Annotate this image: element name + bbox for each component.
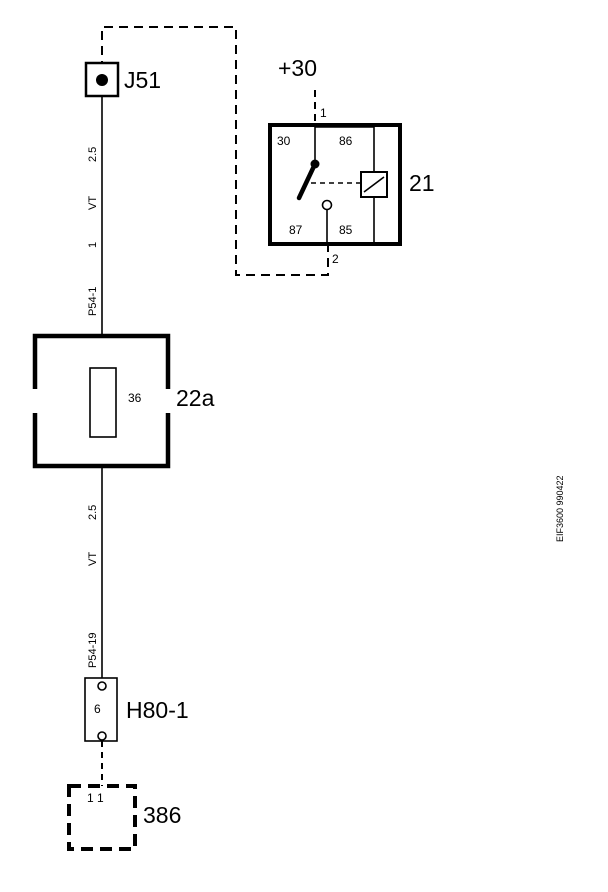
j51-label: J51 [124,67,161,93]
relay-pin-30: 30 [277,134,291,148]
h80-terminal-top [97,681,107,691]
c386-label: 386 [143,802,181,828]
relay-contact-87 [321,199,333,211]
relay-pin-87: 87 [289,223,303,237]
fuse-box-gap-right [162,389,174,413]
c386-box [67,784,137,851]
relay-switch-arm [296,161,318,201]
c386-pins: 1 1 [87,791,104,805]
relay-wire-bottom-number: 2 [332,252,339,266]
lower-wire-size: 2.5 [87,505,99,520]
h80-terminal-bottom [97,731,107,741]
upper-wire-number: 1 [87,242,99,248]
upper-wire-color: VT [87,196,99,210]
fuse-box-gap-left [29,389,41,413]
relay-label: 21 [409,170,435,196]
supply-label: +30 [278,55,317,81]
fuse-number: 36 [128,391,142,405]
relay-wire-top-number: 1 [320,106,327,120]
lower-wire-connector: P54-19 [87,633,99,668]
drawing-reference: EIF3600 990422 [555,475,565,542]
lower-wire-color: VT [87,552,99,566]
h80-label: H80-1 [126,697,189,723]
dashed-link-j51-relay [101,26,329,276]
relay-coil [360,171,388,198]
upper-wire-size: 2.5 [87,147,99,162]
j51-terminal [96,74,108,86]
h80-pin: 6 [94,702,101,716]
relay-pin-86: 86 [339,134,353,148]
relay-pin-85: 85 [339,223,353,237]
fuse-box-label: 22a [176,385,215,411]
fuse-element [89,367,117,438]
relay-coil-diagonal [363,176,385,193]
upper-wire-connector: P54-1 [87,287,99,316]
